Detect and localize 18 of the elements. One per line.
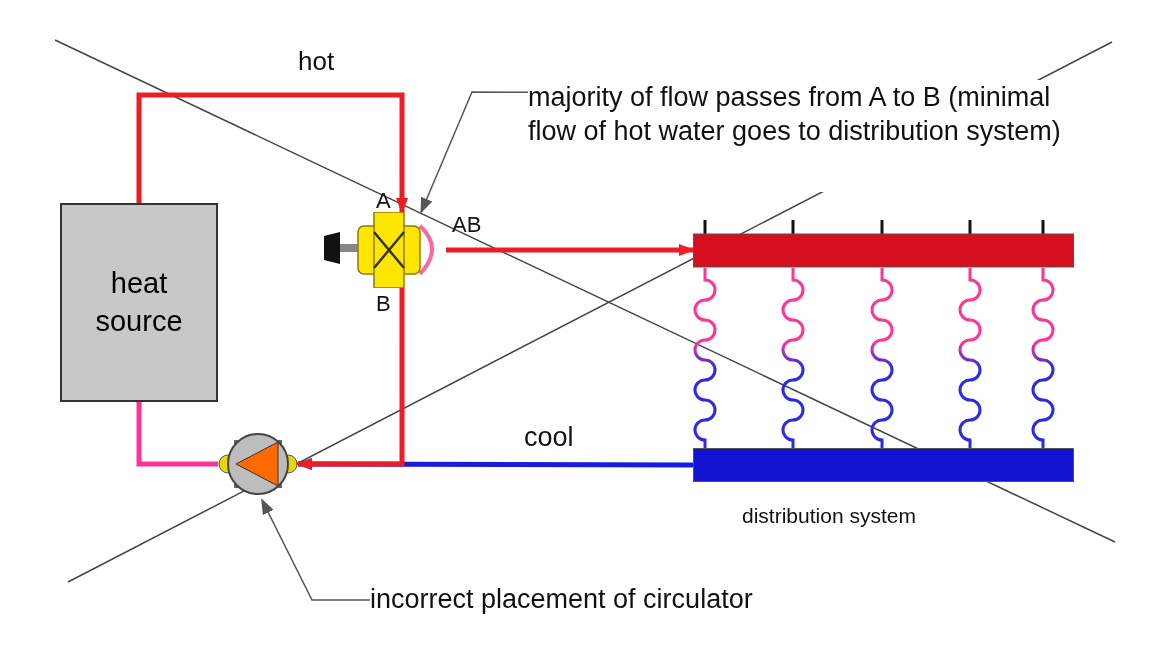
port-label: AB — [452, 214, 482, 236]
heating-coil — [693, 268, 717, 448]
heating-coil — [870, 268, 894, 448]
pipe — [446, 244, 695, 256]
heating-coil — [958, 268, 982, 448]
system-label: distribution system — [742, 505, 916, 526]
heat-source-box: heat source — [60, 203, 218, 402]
leader-line — [261, 498, 371, 601]
port-label: B — [376, 293, 391, 315]
heating-coil — [781, 268, 805, 448]
pipe — [136, 92, 408, 214]
port-label: A — [376, 190, 391, 212]
supply-header-bar — [693, 220, 1074, 268]
heating-coil — [1031, 268, 1055, 448]
pipe — [296, 288, 405, 470]
pipe — [136, 402, 218, 467]
return-header-bar — [693, 448, 1074, 482]
leader-line — [420, 91, 529, 214]
